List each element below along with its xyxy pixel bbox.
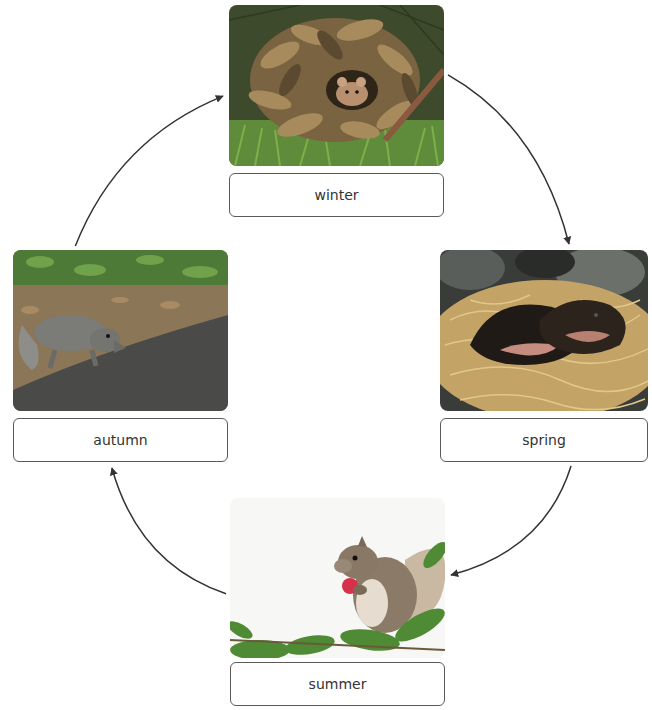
cycle-arrow [112, 468, 226, 594]
season-node: winter [229, 5, 444, 217]
season-node: autumn [13, 250, 228, 462]
season-label: summer [309, 676, 367, 692]
cycle-arrow [448, 75, 569, 244]
cycle-arrow [451, 466, 571, 575]
winter-photo [229, 5, 444, 166]
season-label-box: winter [229, 173, 444, 217]
summer-photo [230, 498, 445, 658]
season-label-box: summer [230, 662, 445, 706]
cycle-arrow [75, 96, 223, 246]
season-label-box: autumn [13, 418, 228, 462]
season-label: autumn [93, 432, 147, 448]
season-label-box: spring [440, 418, 648, 462]
spring-photo [440, 250, 648, 411]
season-label: winter [314, 187, 358, 203]
season-node: summer [230, 498, 445, 706]
season-label: spring [522, 432, 566, 448]
autumn-photo [13, 250, 228, 411]
season-node: spring [440, 250, 648, 462]
